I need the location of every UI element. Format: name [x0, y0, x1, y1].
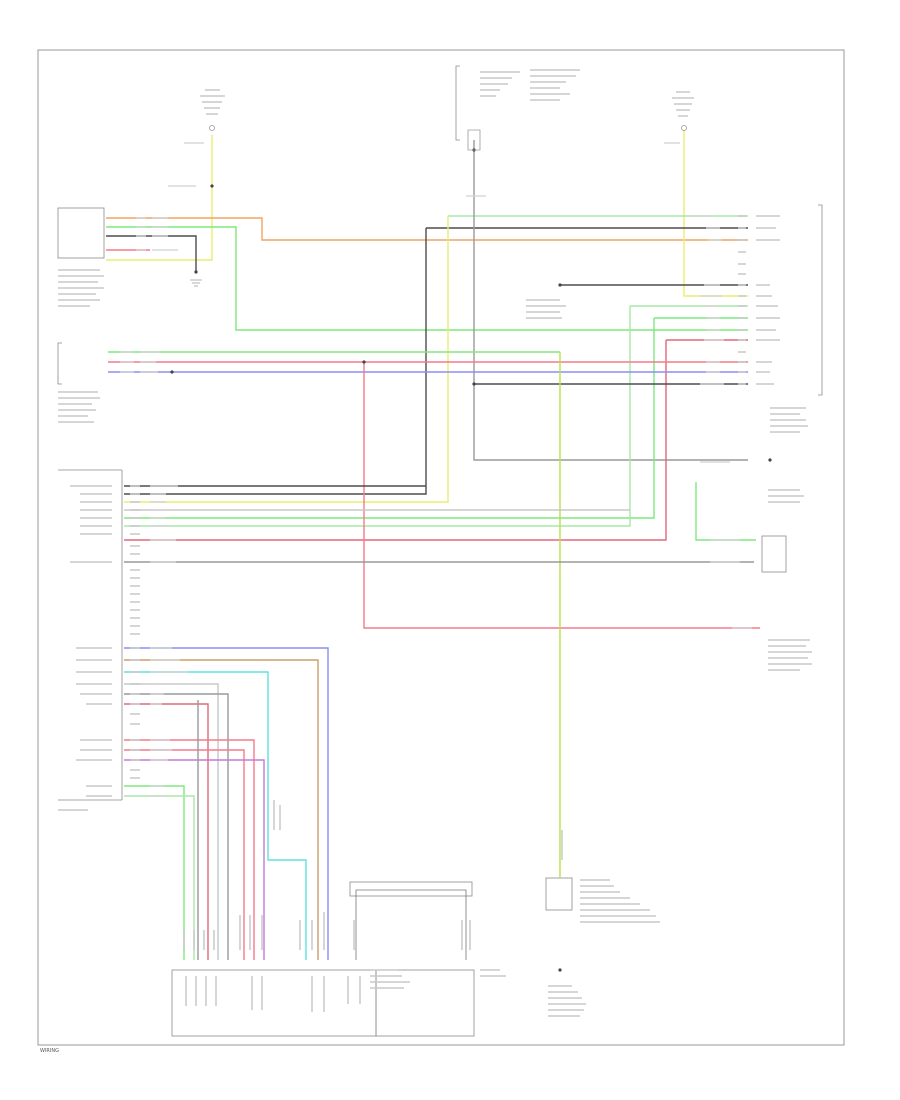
wire-code	[690, 215, 724, 385]
fuse-symbol	[467, 129, 481, 151]
wire-gray-vertical	[473, 140, 748, 461]
module-box-mid-left	[57, 342, 62, 385]
bottom-pin-label	[183, 912, 471, 950]
pin-labels-left	[70, 215, 780, 797]
junction-dot	[558, 283, 562, 287]
label-block-fuse	[480, 71, 520, 97]
wire-dark-b	[124, 227, 748, 495]
wire-lightgray-low	[124, 683, 219, 960]
wire-orange	[106, 217, 748, 241]
label-block-center-module	[526, 299, 566, 319]
bottom-pin-label	[185, 976, 361, 1012]
label-block-right-sensor	[672, 91, 694, 117]
wire-violet-low-2	[124, 759, 265, 960]
module-box-top-left	[57, 207, 105, 259]
right-small-component	[761, 535, 787, 573]
label-block-bottom-left	[370, 969, 410, 989]
top-sensor-right	[681, 125, 687, 131]
top-sensors	[190, 125, 687, 287]
junction-dot	[362, 360, 366, 364]
junction-dot	[558, 968, 562, 972]
junction-dot	[210, 184, 214, 188]
wire-green-top	[106, 226, 748, 331]
wire-code	[120, 351, 160, 373]
fuse-box-top	[455, 65, 460, 141]
bottom-connector-left	[171, 969, 377, 1037]
faint-labels	[58, 69, 812, 1017]
bottom-connector-right	[375, 969, 475, 1037]
wire-violet-low	[124, 647, 329, 960]
wires	[106, 130, 760, 960]
wire-gray-low-2	[124, 693, 229, 960]
wire-green-low-2	[124, 795, 195, 960]
pin-label	[70, 485, 112, 563]
wire-code-labels	[120, 142, 752, 797]
watermark-text: WIRING	[40, 1048, 59, 1054]
wire-code	[168, 142, 752, 629]
pin-label	[76, 647, 112, 797]
wire-code	[150, 485, 178, 563]
wire-cyan-low	[124, 671, 307, 960]
wire-red-low	[124, 703, 209, 960]
wire-antenna	[355, 889, 467, 960]
wire-green-c	[124, 317, 748, 519]
label-block-left-module-2	[58, 391, 100, 423]
top-sensor-left	[209, 125, 215, 131]
speaker-component	[545, 877, 573, 911]
right-wire-labels	[756, 215, 780, 385]
wire-green-low	[124, 785, 185, 960]
junction-dot	[472, 382, 476, 386]
wire-yellow-top	[106, 135, 213, 261]
bottom-pin-labels	[183, 800, 563, 1012]
junction-dot	[170, 370, 174, 374]
wire-green-right	[695, 482, 756, 541]
pin-number-column	[130, 647, 140, 779]
wire-yellow-b	[124, 216, 449, 503]
mid-wire-label	[273, 800, 281, 830]
right-module-bracket	[818, 204, 823, 396]
label-block-right-pink	[768, 639, 812, 671]
label-block-lower-center	[548, 985, 586, 1017]
label-block-top-sensor	[200, 89, 225, 115]
ground-symbol	[190, 279, 202, 287]
wire-pink-low-1	[124, 739, 255, 960]
wire-code	[136, 217, 178, 251]
wire-yellow-right	[683, 130, 748, 297]
label-block-bottom-right	[480, 969, 506, 977]
wire-green-d	[124, 305, 748, 527]
wire-brown-low	[124, 659, 319, 960]
label-block-speaker	[580, 879, 660, 923]
pin-number-column	[130, 485, 140, 635]
wire-code	[150, 647, 188, 797]
diagram-frame	[37, 49, 845, 1046]
junctions	[170, 148, 772, 972]
wire-pink-vertical	[363, 362, 760, 629]
junction-dot	[194, 270, 198, 274]
bottom-antenna-connector	[349, 881, 473, 897]
label-block-right-small	[768, 489, 804, 503]
audio-unit-connector	[58, 469, 123, 801]
label-block-right-module	[770, 407, 808, 433]
label-block-left-module	[58, 269, 104, 307]
wire-dark-top	[106, 235, 197, 272]
label-block-fuse-2	[530, 69, 580, 101]
junction-dot	[768, 458, 772, 462]
right-pin-numbers	[738, 215, 746, 385]
